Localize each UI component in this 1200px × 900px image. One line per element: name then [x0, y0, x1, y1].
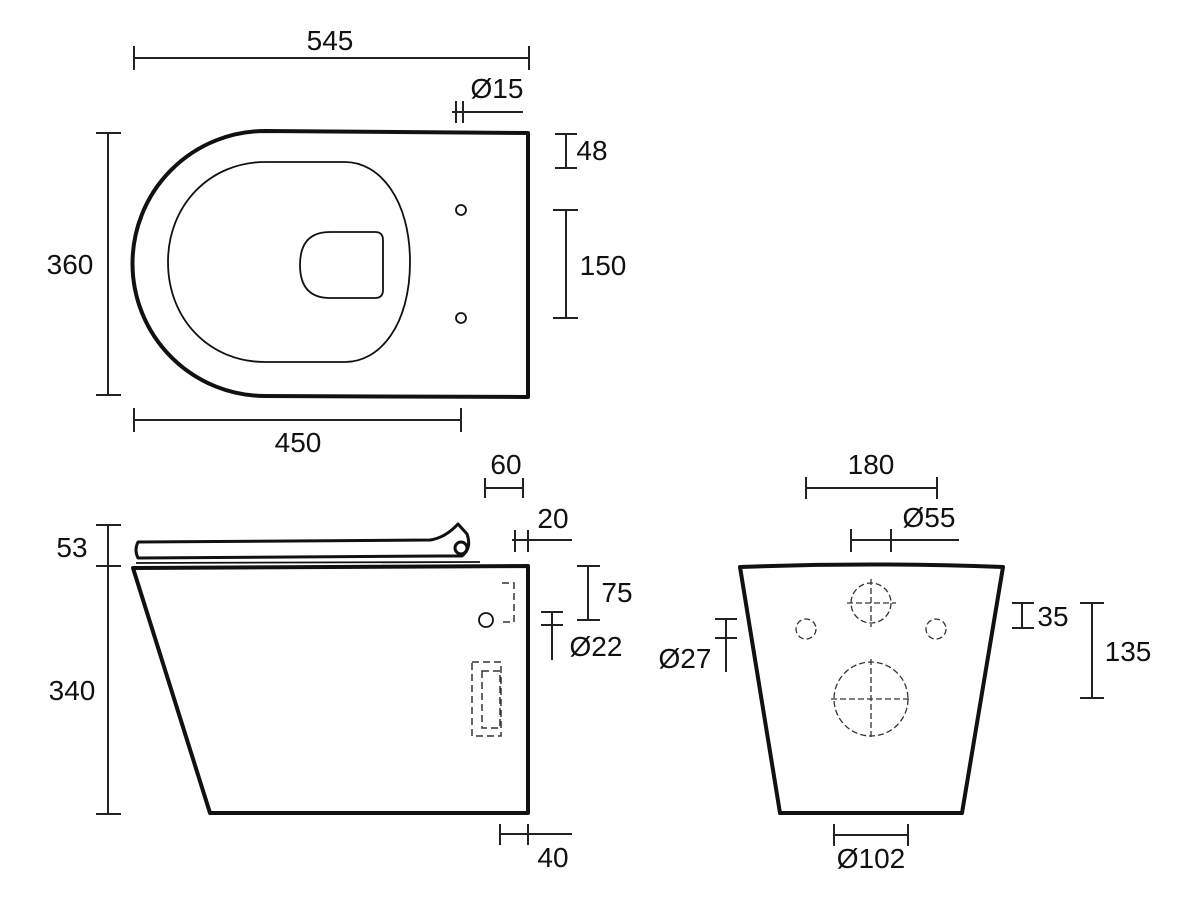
outlet-hole-102 [831, 659, 912, 739]
dimension-60: 60 [484, 449, 524, 498]
dimension-450: 450 [133, 408, 462, 458]
dimension-d55: Ø55 [850, 502, 959, 552]
top-view-outline [130, 129, 530, 399]
inlet-hole-55 [847, 579, 896, 627]
dimension-d15: Ø15 [452, 73, 523, 123]
bowl-opening [299, 231, 384, 299]
dimension-40: 40 [499, 824, 572, 873]
svg-text:545: 545 [307, 25, 354, 56]
fixing-hole-lower [455, 312, 467, 324]
fixing-hole-right [925, 618, 947, 640]
fixing-hole-upper [455, 204, 467, 216]
dimension-340: 340 [49, 566, 121, 815]
outlet-hidden-inner [481, 670, 501, 729]
outlet-hidden-outer [471, 661, 502, 737]
svg-text:48: 48 [576, 135, 607, 166]
dimension-150: 150 [553, 209, 627, 319]
svg-text:53: 53 [56, 532, 87, 563]
seat-outline [167, 161, 411, 363]
hinge-icon [453, 540, 469, 556]
rear-view-body [738, 562, 1005, 815]
inlet-hidden-line [502, 582, 515, 623]
dimension-d27: Ø27 [659, 618, 737, 674]
svg-text:Ø22: Ø22 [570, 631, 623, 662]
svg-text:20: 20 [537, 503, 568, 534]
dimension-d22: Ø22 [541, 611, 623, 662]
dimension-d102: Ø102 [833, 824, 909, 874]
svg-text:Ø27: Ø27 [659, 643, 712, 674]
svg-text:Ø55: Ø55 [903, 502, 956, 533]
dimension-545: 545 [133, 25, 530, 70]
svg-text:60: 60 [490, 449, 521, 480]
dimension-135: 135 [1080, 602, 1152, 699]
svg-text:360: 360 [47, 249, 94, 280]
svg-text:40: 40 [537, 842, 568, 873]
svg-text:Ø102: Ø102 [837, 843, 906, 874]
top-view: 545 Ø15 48 150 360 450 [47, 25, 627, 458]
fixing-hole-left [795, 618, 817, 640]
svg-text:180: 180 [848, 449, 895, 480]
seat-base [135, 561, 481, 564]
svg-text:150: 150 [580, 250, 627, 281]
svg-text:Ø15: Ø15 [471, 73, 524, 104]
rear-view: 180 Ø55 35 135 Ø27 Ø102 [659, 449, 1152, 874]
svg-text:75: 75 [601, 577, 632, 608]
svg-text:340: 340 [49, 675, 96, 706]
inlet-hole [478, 612, 494, 628]
dimension-360: 360 [47, 132, 121, 396]
dimension-35: 35 [1012, 601, 1069, 632]
dimension-53: 53 [56, 524, 121, 567]
svg-text:135: 135 [1105, 636, 1152, 667]
svg-text:450: 450 [275, 427, 322, 458]
svg-text:35: 35 [1037, 601, 1068, 632]
dimension-20: 20 [512, 503, 572, 552]
side-view-body [131, 564, 530, 815]
side-view: 60 20 53 340 75 Ø22 40 [49, 449, 633, 873]
dimension-75: 75 [577, 565, 633, 621]
seat-lid [134, 522, 471, 560]
dimension-180: 180 [805, 449, 938, 499]
dimension-48: 48 [555, 133, 608, 169]
